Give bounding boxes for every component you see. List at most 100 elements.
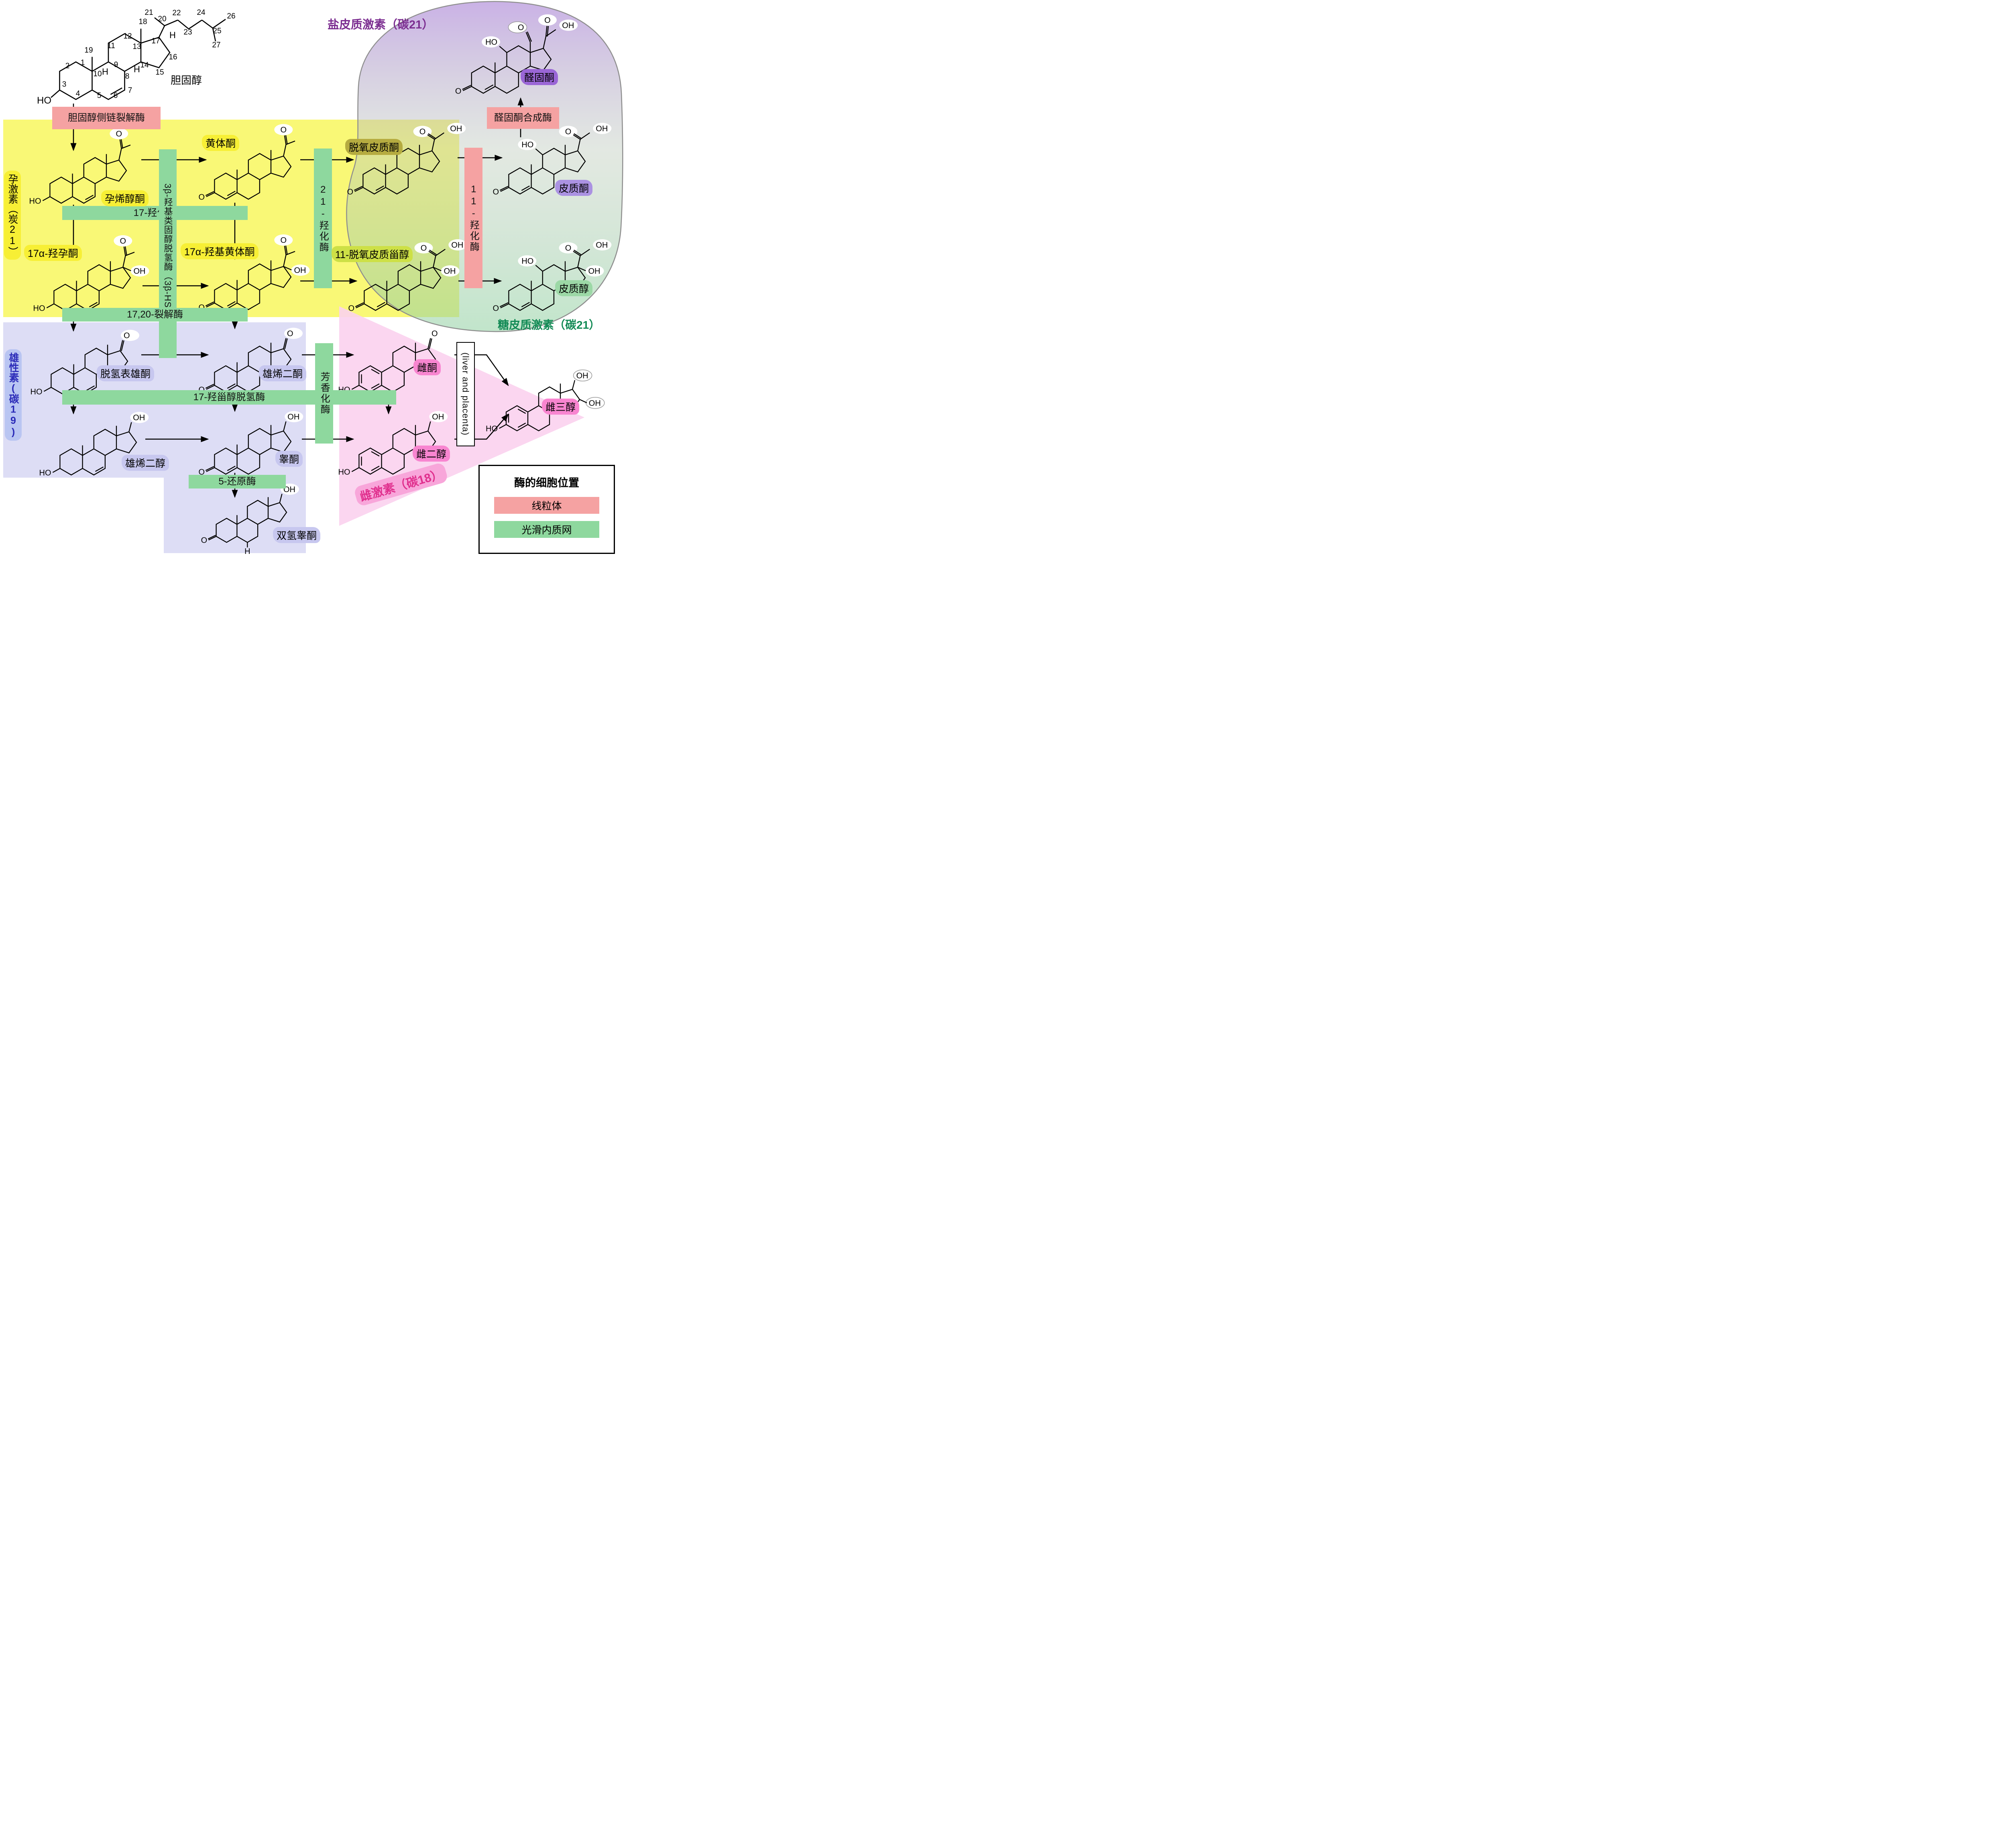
svg-text:H: H — [244, 547, 250, 554]
svg-text:O: O — [287, 330, 293, 338]
label-deoxycorticosterone: 脱氧皮质酮 — [345, 139, 403, 155]
svg-text:3: 3 — [62, 80, 67, 89]
svg-text:OH: OH — [283, 485, 295, 494]
svg-text:H: H — [134, 64, 140, 74]
svg-text:HO: HO — [39, 469, 51, 478]
svg-text:H: H — [102, 67, 108, 77]
steroidogenesis-diagram: OHOOOOOHHOOOHOOHOOOHOHOOOOOHHOOOHOOHOOHO… — [0, 0, 625, 554]
svg-text:OH: OH — [596, 241, 608, 250]
svg-text:13: 13 — [132, 43, 141, 51]
svg-text:HO: HO — [521, 257, 533, 266]
label-cholesterol: 胆固醇 — [171, 74, 202, 86]
svg-text:O: O — [518, 23, 524, 32]
svg-text:HO: HO — [31, 388, 43, 397]
svg-text:15: 15 — [155, 68, 164, 77]
svg-text:9: 9 — [114, 61, 118, 69]
svg-text:HO: HO — [338, 468, 350, 477]
svg-text:17: 17 — [151, 37, 160, 45]
svg-text:O: O — [281, 236, 287, 245]
svg-text:OH: OH — [451, 241, 463, 250]
label-17a-hydroxypregnenolone: 17α-羟孕酮 — [24, 245, 82, 261]
svg-text:5: 5 — [97, 92, 102, 100]
svg-text:10: 10 — [93, 70, 102, 78]
svg-text:OH: OH — [287, 413, 299, 421]
svg-text:O: O — [493, 188, 499, 197]
svg-text:OH: OH — [596, 124, 608, 133]
reaction-arrows — [70, 97, 524, 498]
structure-testosterone: OH O — [198, 411, 303, 477]
title-mineralocorticoid: 盐皮质激素（碳21） — [328, 18, 434, 31]
svg-text:7: 7 — [128, 86, 132, 95]
svg-text:H: H — [169, 30, 176, 40]
svg-text:23: 23 — [183, 28, 192, 37]
svg-text:O: O — [432, 330, 438, 338]
svg-text:OH: OH — [294, 266, 306, 275]
svg-text:16: 16 — [169, 53, 177, 61]
svg-text:O: O — [348, 304, 354, 313]
svg-text:22: 22 — [172, 9, 181, 17]
label-17a-hydroxyprogesterone: 17α-羟基黄体酮 — [181, 243, 259, 259]
legend: 酶的细胞位置 线粒体 光滑内质网 — [478, 465, 615, 554]
label-testosterone: 睾酮 — [275, 451, 303, 467]
enzyme-11-hydroxylase: 11-羟化酶 — [464, 148, 482, 288]
svg-text:O: O — [421, 244, 427, 253]
label-androstenedione: 雄烯二酮 — [259, 365, 307, 381]
svg-text:6: 6 — [114, 92, 118, 100]
svg-text:20: 20 — [158, 15, 166, 23]
label-pregnenolone: 孕烯醇酮 — [101, 190, 149, 206]
label-corticosterone: 皮质酮 — [555, 180, 593, 196]
svg-text:OH: OH — [134, 267, 146, 276]
svg-text:14: 14 — [140, 61, 149, 69]
svg-text:OH: OH — [588, 267, 600, 276]
structure-pregnenolone: OHO — [29, 128, 131, 206]
svg-text:OH: OH — [576, 371, 588, 380]
svg-text:24: 24 — [197, 8, 206, 17]
legend-item-mitochondria: 线粒体 — [494, 497, 599, 514]
svg-text:OH: OH — [444, 267, 456, 276]
structure-androstenedione: OO — [198, 328, 303, 395]
svg-text:O: O — [198, 468, 205, 477]
svg-text:25: 25 — [213, 27, 221, 35]
svg-text:OH: OH — [562, 21, 574, 30]
enzyme-aldosterone-synthase: 醛固酮合成酶 — [487, 107, 559, 129]
label-dht: 双氢睾酮 — [273, 527, 321, 543]
title-androgen: 雄性素(碳19) — [5, 349, 22, 441]
enzyme-cholesterol-scc: 胆固醇侧链裂解酶 — [52, 107, 161, 129]
svg-text:8: 8 — [125, 72, 130, 81]
label-androstenediol: 雄烯二醇 — [122, 455, 169, 471]
title-progestogen: 孕激素（炭21） — [4, 171, 21, 260]
svg-text:26: 26 — [227, 12, 235, 20]
structure-progesterone: OO — [198, 124, 295, 202]
enzyme-17-hydroxylase: 17-羟化酶 — [62, 206, 248, 220]
svg-text:HO: HO — [486, 424, 498, 433]
svg-text:O: O — [419, 128, 426, 136]
svg-text:21: 21 — [145, 8, 153, 17]
region-androgen-bg — [3, 322, 306, 553]
enzyme-site-liver-placenta: (liver and placenta) — [456, 342, 475, 446]
svg-text:11: 11 — [107, 42, 115, 50]
svg-text:2: 2 — [65, 62, 70, 70]
label-dhea: 脱氢表雄酮 — [97, 365, 155, 381]
enzyme-3b-hsd: 3β-羟基类固醇脱氢酶（3β-HSD） — [159, 149, 177, 358]
svg-text:O: O — [493, 304, 499, 313]
label-11-deoxycortisol: 11-脱氧皮质甾醇 — [332, 246, 413, 262]
svg-text:O: O — [565, 244, 572, 253]
structure-dhea: O HO — [31, 330, 139, 397]
svg-text:12: 12 — [123, 32, 132, 41]
svg-text:O: O — [124, 332, 130, 340]
structure-deoxycortisol: OH O OH O — [348, 239, 467, 313]
label-estrone: 雌酮 — [413, 359, 441, 375]
label-cortisol: 皮质醇 — [555, 280, 593, 296]
svg-text:HO: HO — [485, 38, 497, 47]
svg-text:OH: OH — [589, 399, 601, 408]
svg-text:19: 19 — [84, 46, 93, 55]
svg-text:18: 18 — [138, 18, 147, 26]
svg-text:O: O — [116, 130, 122, 138]
enzyme-17-20-lyase: 17,20-裂解酶 — [62, 308, 248, 322]
